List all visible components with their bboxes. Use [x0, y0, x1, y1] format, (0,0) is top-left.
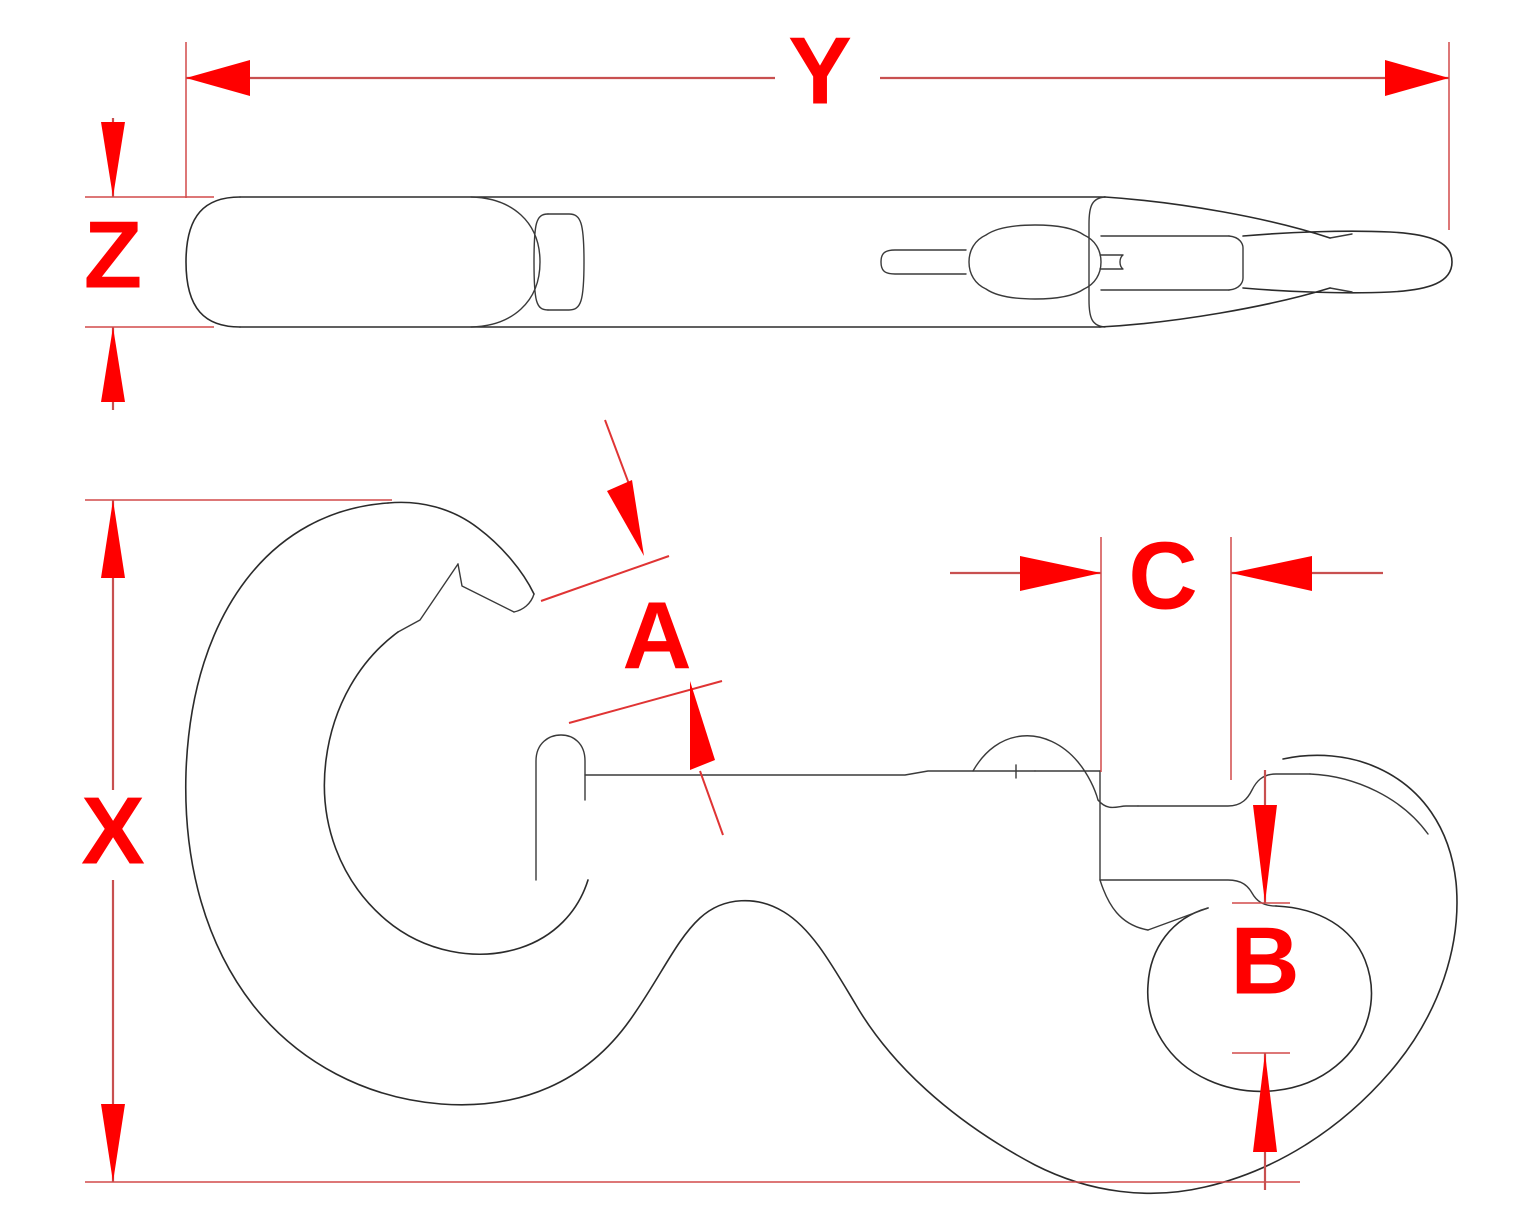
side-view-latch-gate-post: [535, 734, 586, 881]
top-view-nose-join-top: [1329, 233, 1353, 239]
side-view-latch-thumb-bump: [972, 735, 1099, 801]
dimension-y-arrow-right: [1385, 60, 1449, 96]
side-view-outer-profile: [184, 502, 1458, 1195]
dimension-y-label: Y: [788, 17, 852, 124]
side-view-eye-outer-right-wall: [1309, 773, 1429, 835]
side-view-latch-to-eye-transition: [1097, 799, 1139, 809]
top-view-key-tab: [1099, 254, 1124, 270]
side-view-eye-inner-left-join: [1147, 907, 1209, 931]
side-view-hook-nose-top: [387, 501, 535, 595]
top-view-barrel-cap-arc: [470, 196, 541, 328]
dimension-a-leader-upper-tail: [604, 419, 633, 493]
dimension-a: A: [540, 419, 724, 836]
top-view-pin-shank: [880, 249, 967, 275]
side-view-eye-inner-loop: [1146, 905, 1373, 1093]
dimension-z-arrow-top: [101, 122, 125, 197]
dimension-a-label: A: [622, 582, 691, 689]
dimension-b: B: [1230, 770, 1300, 1190]
side-view-latch-gate-arm: [584, 770, 1036, 776]
side-view-throat-inner-curve: [323, 631, 589, 955]
dimension-y: Y: [185, 17, 1450, 230]
dimension-x-label: X: [81, 777, 145, 884]
side-view-hook-tip-facet: [457, 563, 515, 613]
top-view-collar-left-edge: [533, 213, 549, 311]
top-view-junction-arc: [1088, 196, 1106, 328]
dimension-x-arrow-top: [101, 500, 125, 578]
top-view-tongue-cap: [1228, 235, 1244, 291]
side-view-geometry: [184, 501, 1458, 1195]
dimension-b-arrow-bottom: [1253, 1053, 1277, 1152]
side-view-eye-block-bottom: [1099, 879, 1277, 907]
top-view-left-rounded-end: [185, 196, 241, 328]
dimension-a-arrow-lower: [690, 681, 715, 770]
dimension-a-leader-upper-shoulder: [540, 555, 670, 602]
dimension-c-arrow-right: [1231, 556, 1312, 591]
top-view-nose-taper-bottom: [1099, 287, 1331, 328]
side-view-eye-block-to-loop: [1099, 879, 1149, 931]
dimension-c-label: C: [1128, 522, 1197, 629]
dimension-a-leader-lower-shoulder: [568, 680, 723, 724]
dimension-c: C: [950, 522, 1383, 780]
side-view-hook-tip-round: [513, 593, 535, 613]
side-view-hook-tip-inner-facet: [397, 563, 459, 633]
top-view-nose-tip: [1242, 230, 1453, 294]
dimension-b-label: B: [1230, 907, 1299, 1014]
dimension-x-arrow-bottom: [101, 1104, 125, 1182]
dimension-z-label: Z: [84, 201, 143, 308]
dimension-z-arrow-bottom: [101, 327, 125, 402]
top-view-nose-join-bottom: [1329, 287, 1353, 293]
top-view-pin-boss: [968, 224, 1102, 300]
dimension-c-arrow-left: [1020, 556, 1101, 591]
side-view-eye-block-top: [1137, 773, 1311, 807]
top-view-geometry: [185, 196, 1453, 328]
top-view-collar-pill: [547, 213, 585, 311]
dimension-b-arrow-top: [1253, 805, 1277, 903]
dimension-y-arrow-left: [186, 60, 250, 96]
top-view-nose-taper-top: [1104, 196, 1331, 239]
dimension-z: Z: [84, 118, 214, 410]
dimension-a-leader-lower-tail: [699, 770, 724, 836]
dimension-a-arrow-upper: [607, 480, 644, 556]
dimension-x: X: [81, 499, 1300, 1183]
